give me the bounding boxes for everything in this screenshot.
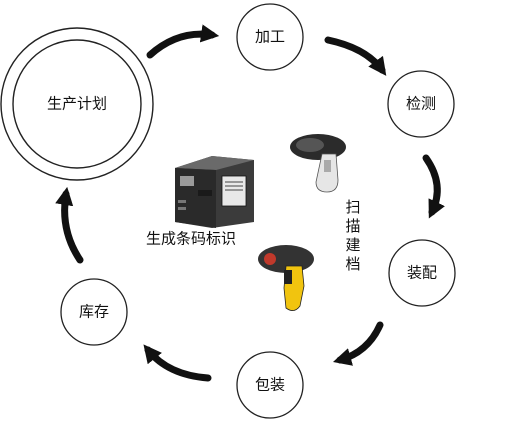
barcode-scanner-icon xyxy=(258,245,314,311)
printer-caption: 生成条码标识 xyxy=(145,229,237,248)
node-assemble xyxy=(388,239,456,307)
node-stock-label: 库存 xyxy=(78,302,110,321)
node-package-label: 包装 xyxy=(254,375,286,394)
node-stock xyxy=(60,278,128,346)
scan-caption-char: 档 xyxy=(345,255,361,273)
arrow-process-to-inspect xyxy=(324,36,387,76)
node-process-label: 加工 xyxy=(254,27,286,46)
arrow-package-to-stock xyxy=(143,344,212,382)
scan-caption-char: 扫 xyxy=(345,198,361,216)
node-process xyxy=(236,3,304,71)
node-plan-label: 生产计划 xyxy=(46,94,108,113)
arrow-plan-to-process xyxy=(146,24,220,59)
barcode-scanner-icon xyxy=(290,134,346,193)
scan-caption-char: 建 xyxy=(345,236,361,254)
arrow-stock-to-plan xyxy=(55,186,84,264)
node-inspect-label: 检测 xyxy=(405,94,437,113)
arrow-assemble-to-package xyxy=(333,321,384,366)
node-package xyxy=(236,351,304,419)
scan-caption: 扫 描 建 档 xyxy=(345,200,360,272)
node-plan xyxy=(0,27,154,181)
barcode-printer-icon xyxy=(175,156,254,228)
node-assemble-label: 装配 xyxy=(406,263,438,282)
arrow-inspect-to-assemble xyxy=(422,154,445,219)
scan-caption-char: 描 xyxy=(345,217,361,235)
node-inspect xyxy=(387,70,455,138)
